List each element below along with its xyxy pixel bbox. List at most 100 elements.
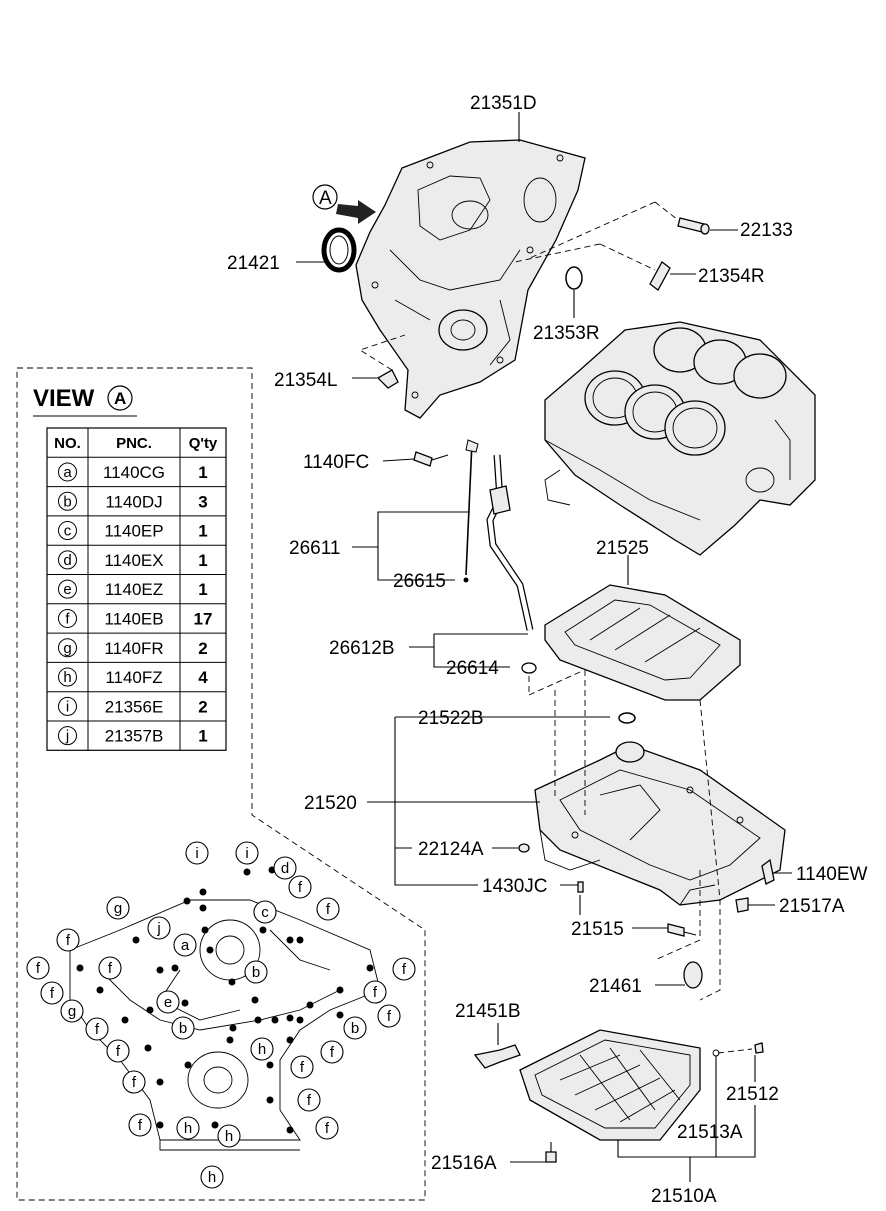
bolt-dot xyxy=(266,1061,274,1069)
bolt-dot xyxy=(199,888,207,896)
callout-circle xyxy=(273,856,297,880)
callout-letter: j xyxy=(156,920,160,937)
callout-circle xyxy=(156,990,180,1014)
callout-circle xyxy=(60,999,84,1023)
callout-circle xyxy=(250,1037,274,1061)
row-pnc: 1140FR xyxy=(104,639,163,658)
part-label-26612B: 26612B xyxy=(329,638,395,659)
row-pnc: 21357B xyxy=(105,727,164,746)
part-label-21351D: 21351D xyxy=(470,93,537,114)
part-label-21510A: 21510A xyxy=(651,1186,717,1207)
callout-circle xyxy=(106,896,130,920)
callout-circle xyxy=(320,1040,344,1064)
part-label-21421: 21421 xyxy=(227,253,280,274)
bolt-dot xyxy=(271,1016,279,1024)
callout-letter: f xyxy=(402,961,407,978)
callout-circle xyxy=(106,1039,130,1063)
callout-letter: f xyxy=(330,1044,335,1061)
view-inset-border xyxy=(16,367,426,1201)
row-pnc: 1140EP xyxy=(104,522,163,541)
seal-21421 xyxy=(296,227,357,273)
bolt-dot xyxy=(296,936,304,944)
callout-letter: f xyxy=(66,932,71,949)
callout-circle xyxy=(290,1055,314,1079)
part-label-21461: 21461 xyxy=(589,976,642,997)
bolt-dot xyxy=(266,1096,274,1104)
row-letter-circle xyxy=(58,696,77,716)
row-qty: 2 xyxy=(198,639,207,658)
callout-letter: i xyxy=(195,845,198,862)
bolt-pattern-cover xyxy=(69,899,381,1151)
part-label-22133: 22133 xyxy=(740,220,793,241)
callout-letter: f xyxy=(108,960,113,977)
callout-letter: h xyxy=(258,1041,266,1058)
row-qty: 2 xyxy=(198,697,207,716)
row-pnc: 1140DJ xyxy=(105,492,162,511)
view-title: VIEW xyxy=(33,385,95,412)
part-label-1140EW: 1140EW xyxy=(796,864,868,885)
bolt-dot xyxy=(259,926,267,934)
bolt-dot xyxy=(228,978,236,986)
bolt-dot xyxy=(254,1016,262,1024)
bolt-dot xyxy=(183,897,191,905)
bolt-dot xyxy=(366,964,374,972)
row-no: d xyxy=(63,552,71,569)
row-letter-circle xyxy=(58,462,77,482)
bolt-dot xyxy=(156,966,164,974)
callout-circle xyxy=(377,1004,401,1028)
callout-circle xyxy=(147,916,171,940)
row-no: f xyxy=(65,610,70,627)
bolt-dot xyxy=(286,936,294,944)
view-arrow xyxy=(312,184,376,224)
callout-circle xyxy=(316,897,340,921)
part-label-21513A: 21513A xyxy=(677,1122,743,1143)
callout-letter: e xyxy=(164,994,172,1011)
row-qty: 17 xyxy=(194,609,213,628)
callout-circle xyxy=(171,1016,195,1040)
cylinder-block xyxy=(544,321,816,556)
bolt-dot xyxy=(144,1044,152,1052)
dipstick xyxy=(382,439,581,696)
row-pnc: 1140FZ xyxy=(105,668,162,687)
bolt-dot xyxy=(181,999,189,1007)
callout-letter: f xyxy=(138,1117,143,1134)
row-no: b xyxy=(63,493,71,510)
bolt-dot xyxy=(184,1061,192,1069)
part-label-26614: 26614 xyxy=(446,658,499,679)
part-label-26611: 26611 xyxy=(289,538,340,559)
callout-letter: h xyxy=(225,1128,233,1145)
row-qty: 1 xyxy=(198,551,207,570)
callout-letter: c xyxy=(261,904,269,921)
row-letter-circle xyxy=(58,579,77,599)
part-label-21515: 21515 xyxy=(571,919,624,940)
part-label-1430JC: 1430JC xyxy=(482,876,548,897)
bolt-dot xyxy=(156,1078,164,1086)
callout-circle xyxy=(56,928,80,952)
callout-circle xyxy=(26,956,50,980)
row-no: i xyxy=(66,698,69,715)
callout-circle xyxy=(98,956,122,980)
row-qty: 1 xyxy=(198,463,207,482)
row-qty: 4 xyxy=(198,668,208,687)
row-pnc: 1140EB xyxy=(104,609,163,628)
bolt-dot xyxy=(286,1126,294,1134)
callout-circle xyxy=(253,900,277,924)
bolt-dot xyxy=(286,1036,294,1044)
bolt-dot xyxy=(76,964,84,972)
callout-circle xyxy=(128,1113,152,1137)
row-letter-circle xyxy=(58,638,77,658)
ladder-frame xyxy=(544,555,741,701)
row-no: c xyxy=(64,523,72,540)
callout-letter: g xyxy=(114,900,122,917)
row-pnc: 1140CG xyxy=(103,463,165,482)
callout-letter: f xyxy=(95,1021,100,1038)
bolt-dot xyxy=(121,1016,129,1024)
callout-circle xyxy=(244,960,268,984)
callout-letter: b xyxy=(351,1020,359,1037)
bolt-dot xyxy=(336,1011,344,1019)
row-letter-circle xyxy=(58,550,77,570)
callout-circle xyxy=(173,933,197,957)
view-letter: A xyxy=(114,389,126,408)
part-label-21517A: 21517A xyxy=(779,896,845,917)
